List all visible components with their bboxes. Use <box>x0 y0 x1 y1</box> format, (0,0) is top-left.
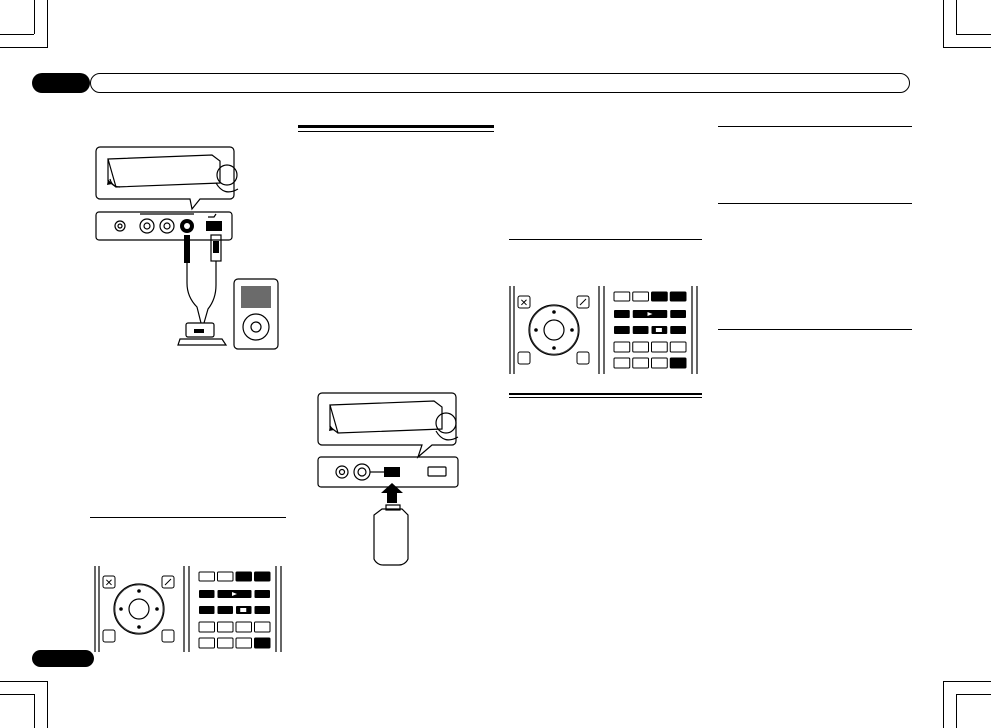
dpad-ring <box>528 304 580 356</box>
dpad-arrow <box>534 328 538 332</box>
number-button <box>613 357 631 369</box>
pause-button <box>217 606 233 614</box>
number-button <box>217 621 234 633</box>
section-rule <box>298 131 494 132</box>
display-button <box>613 291 631 302</box>
display-button <box>632 291 649 302</box>
pause-button <box>632 326 649 334</box>
next-button <box>254 606 270 614</box>
dpad-ring-inner <box>114 584 164 634</box>
number-button <box>632 341 649 353</box>
header-bar <box>90 73 910 93</box>
ipod-device <box>233 278 279 350</box>
fast-forward-button <box>254 590 270 598</box>
number-button <box>669 357 687 369</box>
section-rule <box>718 329 912 330</box>
remote-control-figure-right: ✕ <box>509 286 698 374</box>
stop-glyph <box>240 608 247 612</box>
front-panel-callout <box>95 146 239 211</box>
dpad-ring <box>113 583 165 635</box>
dpad-arrow <box>552 346 556 350</box>
page-number-tab <box>32 650 94 667</box>
dpad-arrow <box>119 607 123 611</box>
chapter-tab <box>32 73 90 93</box>
playmode-button <box>235 571 252 582</box>
fast-forward-button <box>670 310 686 318</box>
number-button <box>198 637 215 649</box>
insert-arrow <box>381 483 403 503</box>
remote-control-figure-left: ✕ <box>94 566 282 652</box>
tools-icon <box>102 575 116 589</box>
display-button <box>217 571 234 582</box>
tools-icon <box>517 295 531 309</box>
edit-glyph <box>164 578 172 586</box>
section-rule <box>90 517 286 518</box>
connection-cables <box>177 234 228 346</box>
number-button <box>254 621 271 633</box>
dpad-arrow <box>155 607 159 611</box>
number-button <box>235 621 252 633</box>
number-button <box>217 637 234 649</box>
previous-button <box>614 326 630 334</box>
ipod-connection-figure <box>95 146 279 350</box>
rewind-button <box>614 310 630 318</box>
tools-glyph: ✕ <box>105 578 113 589</box>
previous-button <box>199 606 215 614</box>
dpad-arrow <box>137 625 141 629</box>
number-button <box>198 621 215 633</box>
display-button <box>198 571 215 582</box>
dpad-arrow <box>570 328 574 332</box>
section-rule <box>718 203 912 204</box>
play-glyph <box>647 312 653 316</box>
playmode-button <box>651 291 668 302</box>
edit-glyph <box>579 298 587 306</box>
playmode-button <box>254 571 271 582</box>
front-panel-jacks <box>95 211 233 241</box>
section-rule <box>509 239 702 240</box>
section-rule <box>509 393 702 395</box>
number-button <box>651 357 668 369</box>
next-button <box>670 326 686 334</box>
return-icon <box>161 629 175 643</box>
usb-connection-figure <box>317 392 459 566</box>
return-icon <box>576 351 590 365</box>
dpad-arrow <box>137 589 141 593</box>
usb-front-panel <box>317 456 459 488</box>
home-icon <box>517 351 531 365</box>
dpad-arrow <box>552 310 556 314</box>
rewind-button <box>199 590 215 598</box>
number-button <box>613 341 631 353</box>
home-icon <box>102 629 116 643</box>
number-button <box>651 341 668 353</box>
number-button <box>632 357 649 369</box>
playmode-button <box>669 291 687 302</box>
number-button <box>235 637 252 649</box>
section-rule <box>509 397 702 398</box>
enter-button <box>543 319 565 341</box>
play-glyph <box>232 592 237 596</box>
number-button <box>254 637 271 649</box>
front-panel-callout <box>317 392 459 459</box>
usb-memory-stick <box>373 504 409 566</box>
number-button <box>669 341 687 353</box>
stop-glyph <box>655 328 662 332</box>
dpad-ring-inner <box>529 305 579 355</box>
enter-button <box>128 598 150 620</box>
section-rule <box>718 126 912 127</box>
tools-glyph: ✕ <box>520 298 528 309</box>
section-rule <box>298 125 494 128</box>
